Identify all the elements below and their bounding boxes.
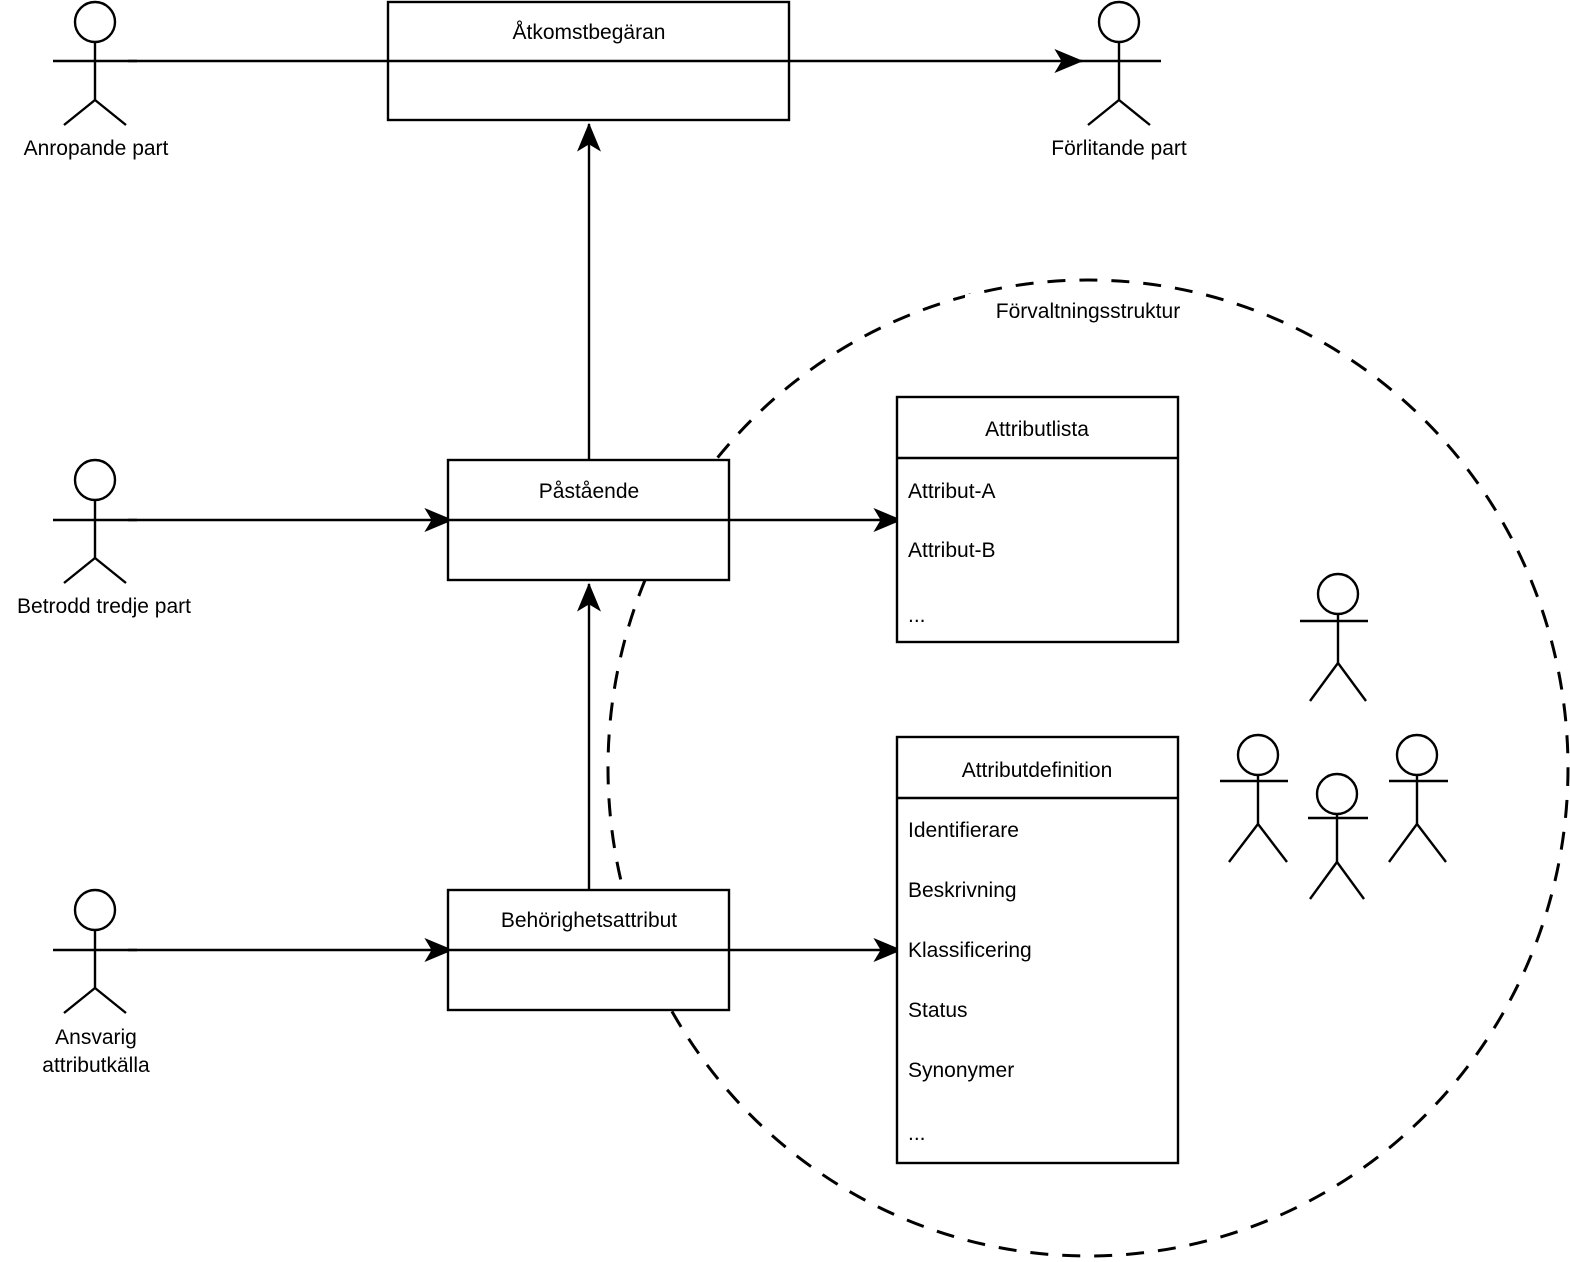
boundary-label-backdrop	[965, 294, 1200, 324]
box-attributdefinition-item: Beskrivning	[908, 879, 1017, 902]
boundary-label: Förvaltningsstruktur	[996, 300, 1180, 323]
actor-forvaltning-person-1[interactable]	[1300, 572, 1368, 702]
actor-ansvarig-attributkalla[interactable]: Ansvarig attributkälla	[42, 888, 150, 1077]
box-atkomstbegaran-title: Åtkomstbegäran	[513, 21, 666, 44]
actor-ansvarig-attributkalla-label-line1: Ansvarig	[55, 1026, 137, 1049]
actor-ansvarig-attributkalla-label-line2: attributkälla	[42, 1054, 150, 1077]
box-attributdefinition[interactable]: Attributdefinition Identifierare Beskriv…	[895, 735, 1180, 1165]
box-attributdefinition-frame	[895, 735, 1180, 1165]
forvaltningsstruktur-boundary: Förvaltningsstruktur	[606, 278, 1570, 1258]
box-attributdefinition-item: Synonymer	[908, 1059, 1014, 1082]
stick-figure-icon	[1300, 572, 1368, 702]
boundary-dashed-ellipse	[606, 278, 1570, 1258]
actor-betrodd-tredje-part-label: Betrodd tredje part	[17, 595, 191, 618]
stick-figure-icon	[1220, 733, 1288, 863]
actor-forlitande-part-label: Förlitande part	[1051, 137, 1187, 160]
box-attributlista-frame	[895, 395, 1180, 644]
box-behorighetsattribut-title: Behörighetsattribut	[501, 909, 677, 932]
box-pastaende-title: Påstående	[539, 480, 639, 503]
actor-forvaltning-person-4[interactable]	[1388, 733, 1448, 863]
actor-forvaltning-person-3[interactable]	[1308, 772, 1368, 900]
stick-figure-icon	[1388, 733, 1448, 863]
stick-figure-icon	[53, 458, 137, 584]
box-attributdefinition-item: ...	[908, 1122, 926, 1145]
actor-group-forvaltning	[1220, 572, 1448, 900]
box-attributdefinition-item: Status	[908, 999, 968, 1022]
actor-forvaltning-person-2[interactable]	[1220, 733, 1288, 863]
box-attributlista-item: Attribut-A	[908, 480, 996, 503]
box-attributlista[interactable]: Attributlista Attribut-A Attribut-B ...	[895, 395, 1180, 644]
box-attributdefinition-title: Attributdefinition	[962, 759, 1113, 782]
box-attributlista-title: Attributlista	[985, 418, 1089, 441]
actor-anropande-part[interactable]: Anropande part	[24, 0, 169, 160]
stick-figure-icon	[53, 0, 137, 126]
box-attributlista-item: ...	[908, 604, 926, 627]
box-attributdefinition-item: Identifierare	[908, 819, 1019, 842]
stick-figure-icon	[1077, 0, 1161, 126]
stick-figure-icon	[53, 888, 137, 1014]
actor-anropande-part-label: Anropande part	[24, 137, 169, 160]
box-atkomstbegaran[interactable]: Åtkomstbegäran	[386, 0, 791, 122]
actor-betrodd-tredje-part[interactable]: Betrodd tredje part	[17, 458, 191, 618]
box-pastaende[interactable]: Påstående	[446, 458, 731, 582]
box-behorighetsattribut[interactable]: Behörighetsattribut	[446, 888, 731, 1012]
box-attributlista-item: Attribut-B	[908, 539, 996, 562]
stick-figure-icon	[1308, 772, 1368, 900]
actor-forlitande-part[interactable]: Förlitande part	[1051, 0, 1187, 160]
box-attributdefinition-item: Klassificering	[908, 939, 1032, 962]
